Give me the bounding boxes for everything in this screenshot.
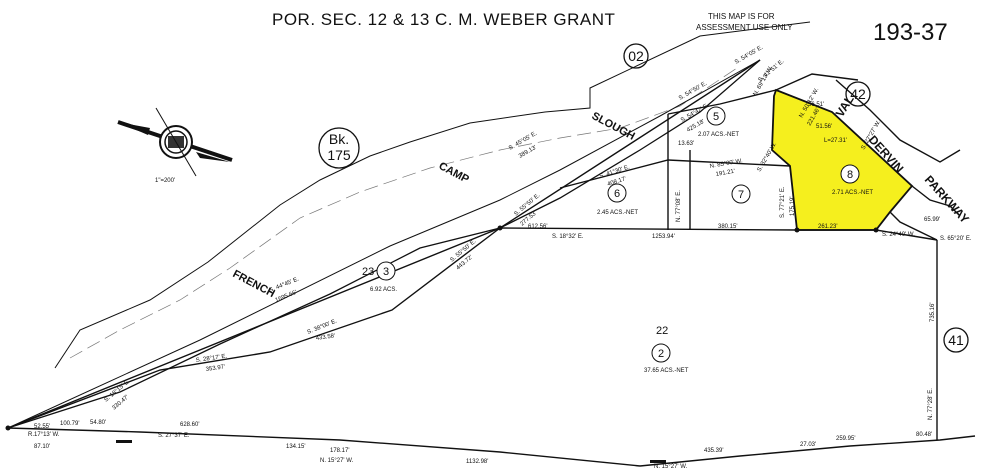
bearing-label: S. 24°40' W.	[882, 232, 915, 238]
map-title: POR. SEC. 12 & 13 C. M. WEBER GRANT	[272, 10, 615, 29]
bearing-label: 380.15'	[718, 224, 738, 230]
svg-text:175: 175	[327, 147, 351, 163]
compass-rose-icon	[117, 107, 233, 177]
adjacent-page-badge-top: 02	[623, 43, 649, 69]
svg-text:5: 5	[713, 111, 719, 123]
bearing-label: 408.17'	[607, 176, 627, 188]
bearing-label: 1695.66'	[275, 290, 298, 304]
slough-north-line	[7, 59, 761, 429]
bearing-label: N. 77°28' E.	[928, 388, 934, 420]
bearing-label: S. 54°05' E.	[734, 45, 765, 66]
bearing-label: S. 41°51' E.	[757, 58, 785, 83]
slough-upper-bank	[54, 21, 811, 369]
bearing-label: 353.97'	[205, 364, 225, 373]
bearing-label: S. 41°30' E.	[599, 164, 631, 180]
bearing-label: R.17°13' W.	[28, 432, 60, 438]
bearing-label: 178.17'	[330, 448, 350, 454]
bearing-label: 51.56'	[816, 124, 832, 130]
bearing-label: 134.15'	[286, 444, 306, 450]
lot-3: 23 3 6.92 ACS.	[362, 261, 397, 293]
bearing-label: 1132.98'	[466, 459, 488, 465]
svg-text:2.71 ACS.-NET: 2.71 ACS.-NET	[832, 190, 873, 196]
bearing-label: S. 54°42' E.	[680, 103, 711, 124]
bearing-label: 735.16'	[930, 303, 936, 323]
bearing-label: N. 77°08' E.	[676, 190, 682, 222]
svg-text:7: 7	[738, 189, 744, 201]
svg-text:6.92 ACS.: 6.92 ACS.	[370, 287, 397, 293]
svg-text:02: 02	[628, 48, 644, 64]
bearing-label: 80.48'	[916, 432, 932, 438]
svg-text:41: 41	[948, 332, 964, 348]
lot-2: 22 2 37.65 ACS.-NET	[644, 325, 689, 374]
bearing-label: N. 85°00' W.	[709, 158, 743, 170]
svg-text:3: 3	[383, 266, 389, 278]
lot-5: 5 2.07 ACS.-NET	[698, 106, 739, 138]
bearing-label: N. 15°27' W.	[320, 458, 354, 464]
bearing-label: N. 15°27' W.	[654, 464, 688, 470]
bearing-label: 389.13'	[518, 145, 538, 160]
svg-text:42: 42	[850, 86, 866, 102]
bearing-label: 628.60'	[180, 422, 200, 428]
svg-text:6: 6	[614, 188, 620, 200]
svg-text:2.07 ACS.-NET: 2.07 ACS.-NET	[698, 132, 739, 138]
lot-8: 8 2.71 ACS.-NET	[832, 164, 873, 196]
bearing-label: S. 18°32' E.	[552, 234, 584, 240]
scale-note: 1"=200'	[155, 178, 175, 184]
survey-markers	[5, 225, 879, 463]
adjacent-page-badge-right-top: 42	[845, 81, 871, 107]
lot-6: 6 2.45 ACS.-NET	[597, 183, 638, 216]
bearing-label: 27.03'	[800, 442, 816, 448]
bearing-label: S. 65°20' E.	[940, 236, 972, 242]
bearing-label: S. 32°40' W.	[757, 141, 779, 173]
lot-7: 7	[731, 184, 751, 204]
svg-text:Bk.: Bk.	[329, 131, 349, 147]
bearing-label: S. 28°17' E.	[195, 354, 227, 364]
page-id: 193-37	[873, 19, 948, 46]
bearing-label: 54.80'	[90, 420, 106, 426]
bearing-label: 612.56'	[528, 224, 548, 230]
bearing-label: 100.79'	[60, 421, 80, 427]
bearing-label: 52.55'	[34, 424, 50, 430]
assessment-notice-line1: THIS MAP IS FOR	[708, 12, 775, 21]
svg-text:2: 2	[658, 348, 664, 360]
bearing-label: S. 27°37' E.	[158, 433, 190, 439]
bearing-label: 175.19'	[790, 197, 796, 217]
bearing-label: L=27.31'	[824, 138, 847, 144]
bearing-label: 87.10'	[34, 444, 50, 450]
bearing-label: 56.51'	[808, 102, 824, 108]
assessment-notice-line2: ASSESSMENT USE ONLY	[696, 23, 793, 32]
bearing-label: 13.63'	[678, 141, 694, 147]
svg-text:2.45 ACS.-NET: 2.45 ACS.-NET	[597, 210, 638, 216]
svg-text:37.65 ACS.-NET: 37.65 ACS.-NET	[644, 368, 689, 374]
bearing-label: 433.58'	[315, 333, 335, 342]
bearing-label: 261.23'	[818, 224, 838, 230]
water-label-slough: SLOUGH	[590, 110, 637, 143]
bearing-label: 1253.94'	[652, 234, 675, 240]
adjacent-page-badge-right: 41	[943, 327, 969, 353]
bearing-label: S. 77°21' E.	[780, 186, 786, 218]
svg-text:22: 22	[656, 325, 668, 337]
bearing-label: 191.21'	[715, 169, 735, 178]
water-label-french: FRENCH	[231, 268, 277, 300]
svg-text:23: 23	[362, 266, 374, 278]
bearing-label: 259.95'	[836, 436, 856, 442]
bearing-annotations: S. 44°45' E. 1695.66' S. 45°05' E. 389.1…	[28, 45, 972, 470]
svg-text:8: 8	[847, 169, 853, 181]
slough-upper-bank-inner	[69, 65, 741, 359]
book-reference: Bk. 175	[318, 127, 360, 169]
water-label-camp: CAMP	[437, 160, 471, 186]
bearing-label: 65.99'	[924, 217, 940, 223]
bearing-label: 435.39'	[704, 448, 724, 454]
